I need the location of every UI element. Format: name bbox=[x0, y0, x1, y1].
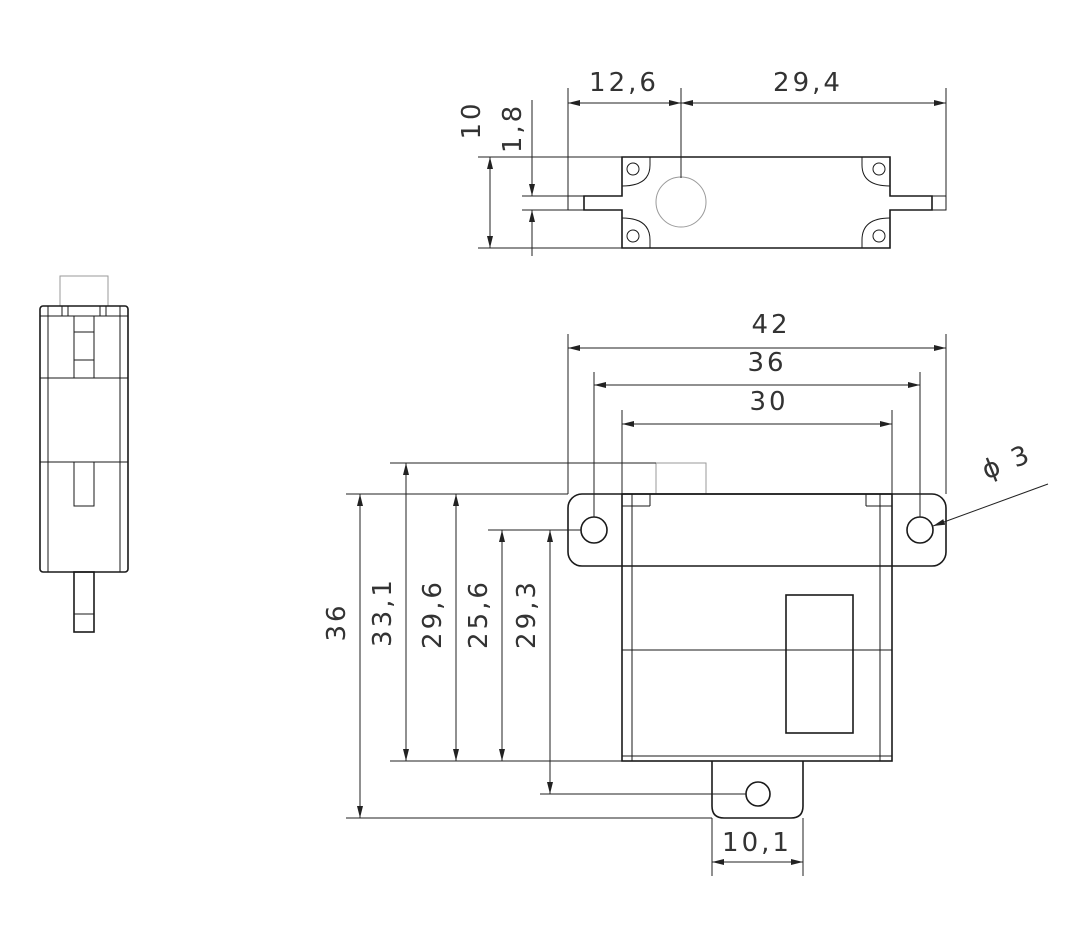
dim-flange-thickness: 1,8 bbox=[498, 103, 528, 153]
dim-body-width: 30 bbox=[749, 387, 788, 417]
front-view-mounting-hole-left bbox=[580, 516, 608, 544]
dim-horn-offset: 12,6 bbox=[589, 68, 659, 98]
side-view bbox=[39, 275, 129, 633]
top-view-outline bbox=[583, 156, 933, 249]
front-view-label-plate bbox=[785, 594, 854, 734]
front-view-mounting-hole-right bbox=[906, 516, 934, 544]
dim-body-to-holes: 25,6 bbox=[464, 579, 494, 649]
side-view-connector bbox=[59, 275, 109, 307]
side-view-shaft bbox=[73, 571, 95, 633]
dim-hole-diameter: ϕ 3 bbox=[978, 439, 1036, 486]
dim-hole-spacing: 36 bbox=[747, 348, 786, 378]
dim-overall-length: 42 bbox=[751, 310, 790, 340]
top-view-boss-hole bbox=[626, 162, 640, 176]
dim-bottom-hole-to-holes: 29,3 bbox=[512, 579, 542, 649]
dim-total-height: 36 bbox=[322, 602, 352, 641]
front-view-body bbox=[621, 493, 893, 762]
dim-body-height: 29,6 bbox=[418, 579, 448, 649]
dim-horn-to-end: 29,4 bbox=[773, 68, 843, 98]
dim-top-height: 10 bbox=[457, 100, 487, 139]
front-view-bottom-tab bbox=[711, 761, 804, 819]
dim-bottom-tab-width: 10,1 bbox=[722, 828, 792, 858]
front-view bbox=[567, 462, 947, 819]
front-view-flange bbox=[567, 493, 947, 567]
front-view-bottom-hole bbox=[745, 781, 771, 807]
top-view-output-shaft bbox=[655, 176, 707, 228]
side-view-body bbox=[39, 305, 129, 573]
top-view bbox=[567, 156, 947, 249]
dim-height-with-connector: 33,1 bbox=[368, 577, 398, 647]
top-view-dimensions: 12,6 29,4 10 1,8 bbox=[457, 68, 947, 256]
front-view-dimensions: 42 36 30 36 33,1 29,6 25,6 29,3 ϕ 3 10,1 bbox=[322, 310, 1049, 876]
